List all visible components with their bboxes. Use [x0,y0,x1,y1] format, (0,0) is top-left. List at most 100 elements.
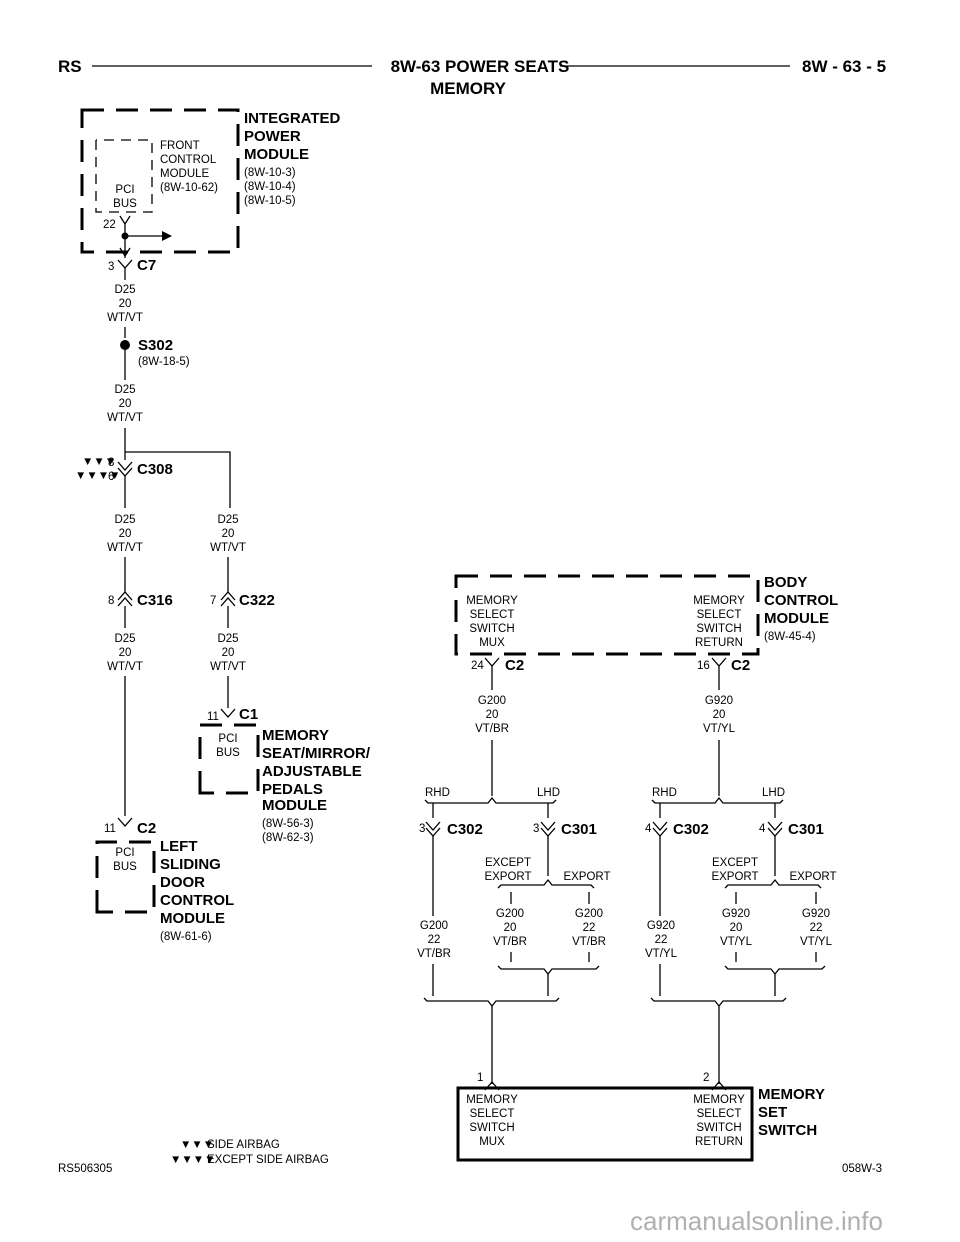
svg-text:WT/VT: WT/VT [107,312,143,324]
svg-text:22: 22 [810,922,823,934]
wire-g200-22-b: G200 22 VT/BR [572,908,606,948]
ipm-title-3: MODULE [244,146,309,163]
svg-text:SET: SET [758,1104,787,1121]
svg-text:2: 2 [703,1072,709,1084]
svg-text:(8W-61-6): (8W-61-6) [160,931,212,943]
footer-left: RS506305 [58,1163,112,1175]
svg-text:G920: G920 [647,920,675,932]
svg-text:EXCEPT: EXCEPT [485,857,531,869]
svg-text:MUX: MUX [479,1136,505,1148]
wire-d25-c: D25 20 WT/VT [107,514,143,554]
connector-c301-left: 3 C301 [533,821,597,838]
svg-text:20: 20 [119,528,132,540]
svg-text:G200: G200 [478,695,506,707]
wire-g920-22-b: G920 22 VT/YL [800,908,833,948]
svg-text:11: 11 [104,823,116,835]
svg-text:LEFT: LEFT [160,838,198,855]
wire-d25-e: D25 20 WT/VT [107,633,143,673]
fcm-box [95,139,153,213]
svg-text:SELECT: SELECT [697,609,742,621]
svg-text:WT/VT: WT/VT [107,661,143,673]
svg-text:SIDE AIRBAG: SIDE AIRBAG [207,1139,280,1151]
connector-c7: 3 C7 [108,257,156,274]
ipm-ref-3: (8W-10-5) [244,195,296,207]
svg-text:DOOR: DOOR [160,874,205,891]
svg-text:20: 20 [504,922,517,934]
svg-text:C7: C7 [137,257,156,274]
svg-text:G920: G920 [705,695,733,707]
ipm-title-2: POWER [244,128,301,145]
svg-text:SWITCH: SWITCH [469,623,514,635]
svg-text:D25: D25 [114,633,135,645]
svg-text:EXPORT: EXPORT [484,871,531,883]
svg-text:22: 22 [428,934,441,946]
svg-text:MEMORY: MEMORY [466,595,518,607]
svg-text:BUS: BUS [216,747,240,759]
svg-text:VT/BR: VT/BR [475,723,509,735]
svg-text:MEMORY: MEMORY [693,595,745,607]
svg-text:VT/YL: VT/YL [645,948,678,960]
svg-text:MODULE: MODULE [764,610,829,627]
svg-text:1: 1 [477,1072,483,1084]
svg-text:EXPORT: EXPORT [563,871,610,883]
ipm-ref-1: (8W-10-3) [244,167,296,179]
memory-set-switch: 1 2 MEMORY SELECT SWITCH MUX MEMORY SELE… [456,1072,825,1162]
rhd-lhd-left: RHD LHD [424,787,560,804]
left-sliding-door-control-module: 11 C2 PCI BUS LEFT SLIDING DOOR CONTROL … [95,817,234,943]
svg-text:20: 20 [222,528,235,540]
svg-text:CONTROL: CONTROL [160,892,234,909]
svg-text:BUS: BUS [113,861,137,873]
svg-text:C2: C2 [505,657,524,674]
svg-text:8: 8 [108,595,114,607]
svg-text:MUX: MUX [479,637,505,649]
svg-text:PEDALS: PEDALS [262,781,323,798]
svg-text:EXCEPT SIDE AIRBAG: EXCEPT SIDE AIRBAG [207,1154,329,1166]
connector-c302-right: 4 C302 [645,821,709,838]
fcm-bus-1: PCI [115,184,134,196]
svg-text:20: 20 [486,709,499,721]
svg-text:BODY: BODY [764,574,807,591]
watermark: carmanualsonline.info [630,1206,883,1236]
svg-text:SWITCH: SWITCH [469,1122,514,1134]
svg-text:(8W-45-4): (8W-45-4) [764,631,816,643]
svg-text:S302: S302 [138,337,173,354]
svg-text:LHD: LHD [762,787,785,799]
svg-text:D25: D25 [114,384,135,396]
svg-text:ADJUSTABLE: ADJUSTABLE [262,763,362,780]
svg-text:RHD: RHD [652,787,677,799]
svg-text:20: 20 [222,647,235,659]
memory-seat-mirror-module: 11 C1 PCI BUS MEMORY SEAT/MIRROR/ ADJUST… [198,706,371,844]
svg-text:4: 4 [645,823,652,835]
svg-text:WT/VT: WT/VT [210,661,246,673]
svg-text:MEMORY: MEMORY [262,727,329,744]
svg-text:RETURN: RETURN [695,637,743,649]
fcm-bus-2: BUS [113,198,137,210]
svg-text:SELECT: SELECT [470,1108,515,1120]
svg-text:MEMORY: MEMORY [693,1094,745,1106]
svg-text:20: 20 [119,647,132,659]
svg-text:D25: D25 [114,284,135,296]
svg-text:3: 3 [419,823,425,835]
svg-text:VT/YL: VT/YL [800,936,833,948]
svg-text:SEAT/MIRROR/: SEAT/MIRROR/ [262,745,371,762]
svg-text:C322: C322 [239,592,275,609]
svg-text:D25: D25 [114,514,135,526]
svg-text:EXPORT: EXPORT [789,871,836,883]
integrated-power-module: INTEGRATED POWER MODULE (8W-10-3) (8W-10… [80,108,341,258]
except-side-airbag-marker: ▼▼▼▼ [75,470,121,482]
svg-text:4: 4 [759,823,766,835]
svg-text:22: 22 [655,934,668,946]
svg-text:EXPORT: EXPORT [711,871,758,883]
svg-text:(8W-18-5): (8W-18-5) [138,356,190,368]
svg-text:EXCEPT: EXCEPT [712,857,758,869]
svg-text:C2: C2 [137,820,156,837]
svg-text:WT/VT: WT/VT [107,542,143,554]
svg-text:LHD: LHD [537,787,560,799]
svg-text:D25: D25 [217,633,238,645]
svg-text:C302: C302 [447,821,483,838]
fcm-label-1: FRONT [160,140,200,152]
svg-text:G200: G200 [496,908,524,920]
fcm-pin: 22 [103,219,116,231]
export-split-right: EXCEPT EXPORT EXPORT [711,857,837,904]
wire-g200-22-a: G200 22 VT/BR [417,920,451,960]
